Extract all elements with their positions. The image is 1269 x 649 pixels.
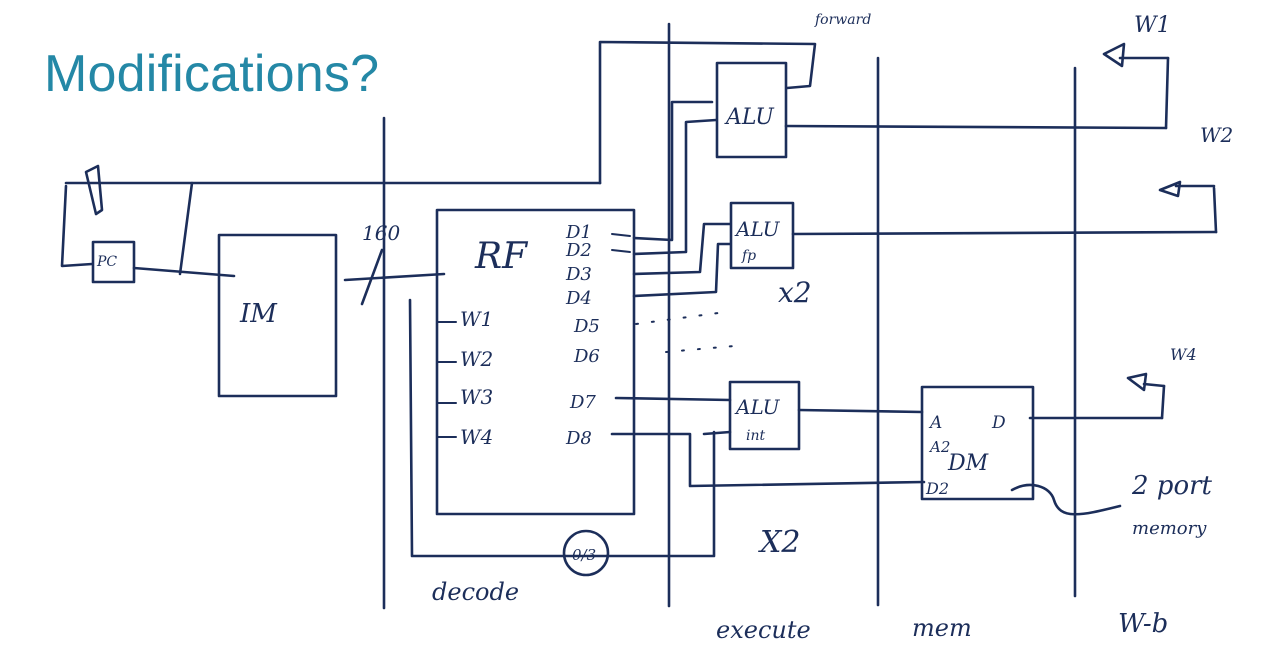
stage-label-decode: decode (432, 578, 519, 606)
feedback-vertical (178, 181, 194, 276)
d2-label: D2 (565, 240, 592, 261)
w2-arrow (1158, 180, 1216, 198)
slide-title: Modifications? (44, 45, 380, 103)
d3-label: D3 (565, 264, 592, 285)
d7-wire (614, 396, 732, 402)
w2-return (1212, 186, 1218, 234)
alu-int-label: ALU (734, 395, 781, 419)
alu-top (715, 61, 788, 159)
alu-top-label: ALU (724, 105, 775, 130)
d1-tick (611, 233, 631, 237)
two-port-label: 2 port (1131, 471, 1213, 501)
w4-return (1160, 384, 1166, 420)
x2-fp-label: x2 (778, 276, 812, 309)
w1-out-label: W1 (1134, 13, 1171, 38)
circled-annotation-label: 0/3 (572, 546, 596, 564)
d4-label: D4 (565, 288, 592, 309)
w4-label: W4 (460, 425, 493, 449)
d6-dots (665, 345, 735, 353)
two-port-pointer (1010, 483, 1122, 516)
bus-width-label: 160 (362, 221, 400, 245)
d3-wire (632, 222, 732, 276)
int-label: int (746, 428, 765, 444)
w3-label: W3 (460, 385, 493, 409)
memory-label: memory (1132, 518, 1207, 539)
d7-label: D7 (569, 392, 596, 413)
dm-a-label: A (928, 413, 942, 433)
circled-annotation (562, 529, 610, 577)
rf-label: RF (474, 236, 529, 277)
stage-label-writeback: W-b (1118, 609, 1168, 639)
w1-arrow (1102, 42, 1170, 68)
w1-label: W1 (460, 307, 493, 331)
d2-tick (611, 249, 631, 253)
d5-label: D5 (573, 316, 600, 337)
d1-label: D1 (565, 222, 592, 243)
d2-wire (632, 118, 718, 256)
fetch-mux (84, 164, 104, 216)
dm-d2-label: D2 (925, 479, 949, 498)
im-to-rf-bus (343, 272, 446, 282)
alu-int (728, 380, 801, 451)
dm-label: DM (947, 451, 989, 476)
d6-label: D6 (573, 346, 600, 367)
alu-fp-label: ALU (734, 217, 781, 241)
d8-label: D8 (565, 428, 592, 449)
d1-wire (632, 100, 714, 242)
forward-label: forward (814, 12, 871, 28)
d4-wire (632, 242, 732, 298)
d8-wire (610, 432, 926, 488)
d8-branch (702, 430, 732, 436)
data-memory (920, 385, 1035, 501)
forward-bus (598, 40, 817, 185)
alu-top-out (784, 124, 1168, 130)
im-label: IM (239, 299, 278, 329)
pc-register (91, 240, 136, 284)
stage-label-mem: mem (912, 614, 972, 642)
w2-out-label: W2 (1200, 123, 1233, 147)
dm-d-label: D (991, 413, 1006, 433)
alu-fp-out (791, 230, 1218, 236)
instruction-memory (217, 233, 338, 398)
w1-return (1164, 56, 1170, 130)
alu-fp (729, 201, 795, 270)
w4-out-label: W4 (1170, 345, 1197, 364)
pc-loop-line (60, 184, 94, 268)
pc-label: PC (96, 254, 117, 270)
d5-dots (635, 311, 727, 325)
w4-arrow (1126, 372, 1166, 392)
dm-a2-label: A2 (928, 438, 950, 456)
bus-width-slash (360, 248, 384, 306)
w2-label: W2 (460, 347, 493, 371)
stage-label-execute: execute (716, 616, 811, 644)
x2-exec-label: X2 (758, 525, 800, 560)
pc-to-im-line (132, 266, 236, 278)
alu-int-out (797, 408, 924, 414)
fp-label: fp (741, 248, 756, 264)
